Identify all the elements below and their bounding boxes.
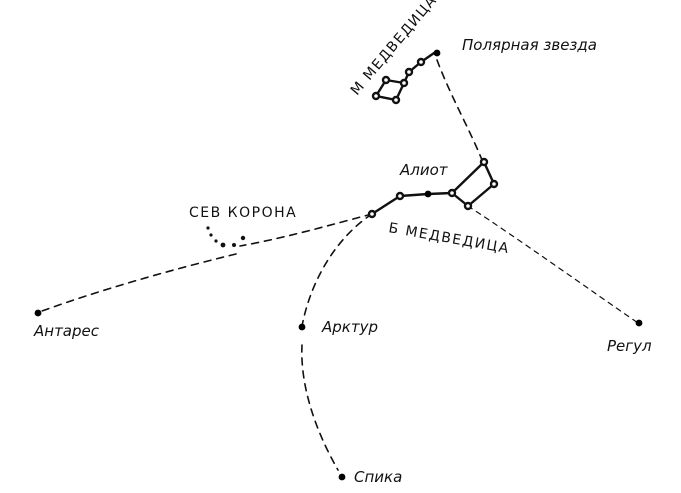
ursa-minor-star: [381, 75, 391, 85]
guide-big-dipper-to-regulus: [467, 205, 639, 324]
label-polaris: Полярная звезда: [462, 36, 597, 54]
spica-star-icon: [333, 468, 351, 486]
label-alioth: Алиот: [399, 161, 449, 179]
corona-star: [206, 226, 210, 230]
ursa-minor-star: [404, 67, 414, 77]
ursa-minor-figure: [371, 49, 439, 105]
ursa-major-star: [395, 191, 405, 201]
corona-borealis-figure: [206, 226, 246, 248]
guide-lines: [41, 59, 639, 471]
arcturus-star-icon: [293, 318, 311, 336]
ursa-minor-star: [371, 91, 381, 101]
ursa-major-star: [447, 188, 457, 198]
label-antares: Антарес: [33, 322, 100, 340]
ursa-major-bowl: [450, 160, 496, 208]
ursa-major-handle: [370, 191, 454, 216]
antares-star-icon: [29, 304, 47, 322]
ursa-minor-star: [416, 57, 426, 67]
corona-star: [214, 239, 218, 243]
ursa-minor-star: [391, 95, 401, 105]
corona-star: [209, 233, 213, 237]
ursa-major-figure: [367, 157, 499, 219]
ursa-major-star: [489, 179, 499, 189]
regulus-star-icon: [630, 314, 648, 332]
label-corona-borealis: СЕВ КОРОНА: [189, 205, 297, 221]
label-arcturus: Арктур: [321, 318, 378, 336]
ursa-major-star: [479, 157, 489, 167]
ursa-minor-star: [399, 78, 409, 88]
guide-to-corona: [239, 213, 373, 247]
label-spica: Спика: [354, 468, 402, 486]
corona-star: [240, 235, 246, 241]
guide-polaris-to-big-dipper: [436, 59, 483, 161]
guide-arcturus-to-spica: [301, 344, 339, 471]
guide-corona-to-antares: [41, 253, 237, 312]
guide-arc-to-arcturus: [301, 213, 373, 327]
label-ursa-minor: М МЕДВЕДИЦА: [348, 0, 441, 99]
corona-star: [220, 242, 226, 248]
ursa-minor-handle: [402, 49, 439, 85]
ursa-major-star: [367, 209, 377, 219]
corona-star: [232, 243, 236, 247]
label-ursa-major: Б МЕДВЕДИЦА: [387, 220, 511, 257]
ursa-minor-bowl: [374, 78, 406, 102]
ursa-major-star: [463, 201, 473, 211]
label-regulus: Регул: [607, 337, 652, 355]
